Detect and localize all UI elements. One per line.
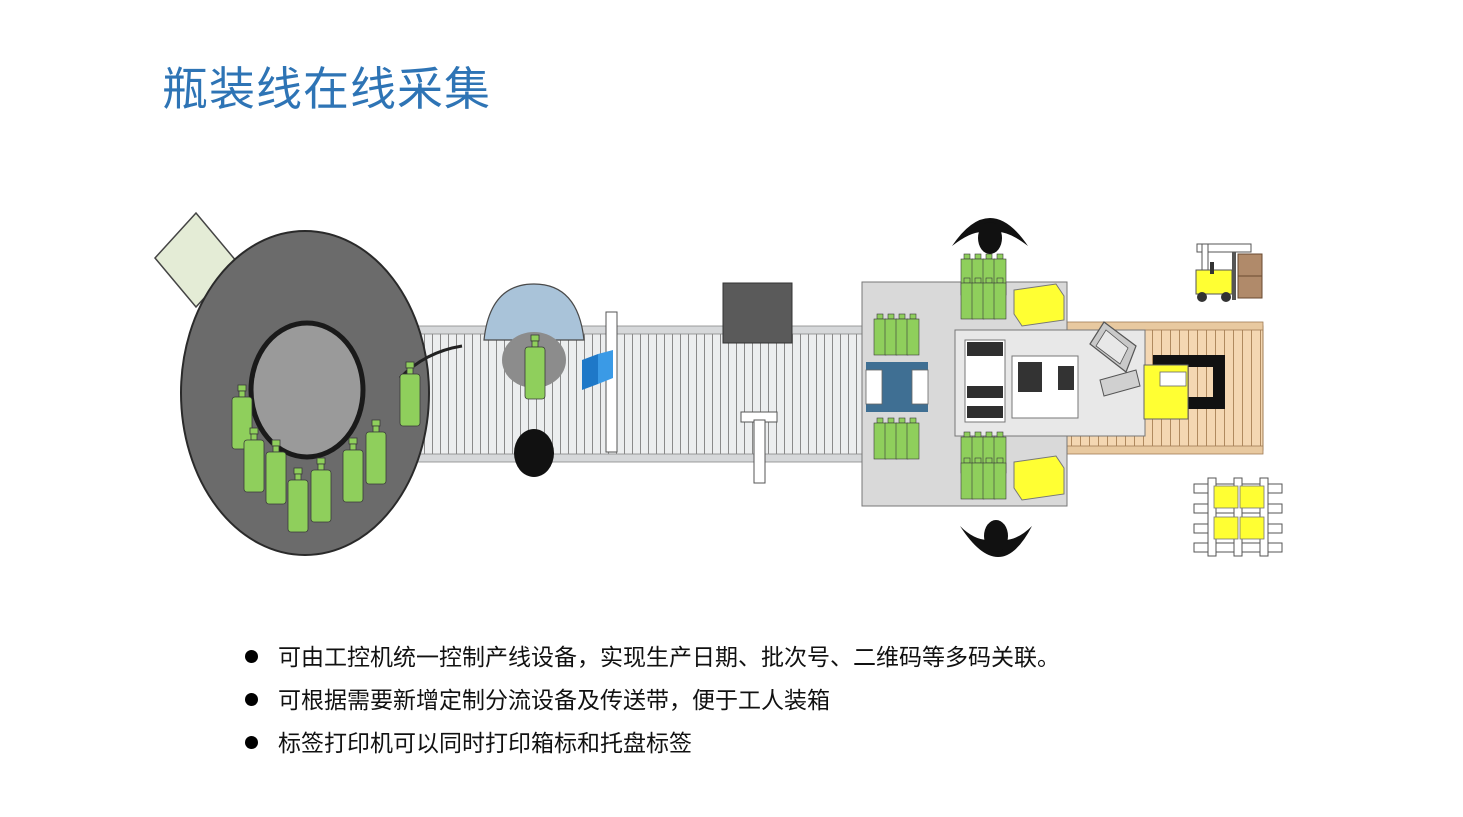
page-title: 瓶装线在线采集 [162,62,491,116]
worker-bottom [960,520,1032,557]
pallet-rack [1193,477,1283,557]
packing-boxes [1013,283,1065,501]
feature-item: 标签打印机可以同时打印箱标和托盘标签 [245,724,1060,767]
bullet-dot-icon [245,650,258,663]
bullet-dot-icon [245,693,258,706]
forklift [1195,243,1263,302]
bullet-dot-icon [245,736,258,749]
feature-item: 可由工控机统一控制产线设备，实现生产日期、批次号、二维码等多码关联。 [245,638,1060,681]
feature-list: 可由工控机统一控制产线设备，实现生产日期、批次号、二维码等多码关联。 可根据需要… [245,638,1060,767]
t-stand [740,411,778,484]
label-printer [1089,321,1141,397]
printer-block [722,282,793,344]
feature-item: 可根据需要新增定制分流设备及传送带，便于工人装箱 [245,681,1060,724]
feature-text: 可由工控机统一控制产线设备，实现生产日期、批次号、二维码等多码关联。 [278,645,1060,671]
feature-text: 标签打印机可以同时打印箱标和托盘标签 [278,731,692,757]
main-conveyor [394,325,871,463]
label-sensor [582,311,618,453]
pallet-jack [1143,355,1225,420]
filling-dome [483,283,585,477]
feature-text: 可根据需要新增定制分流设备及传送带，便于工人装箱 [278,688,830,714]
worker-top [952,218,1028,254]
